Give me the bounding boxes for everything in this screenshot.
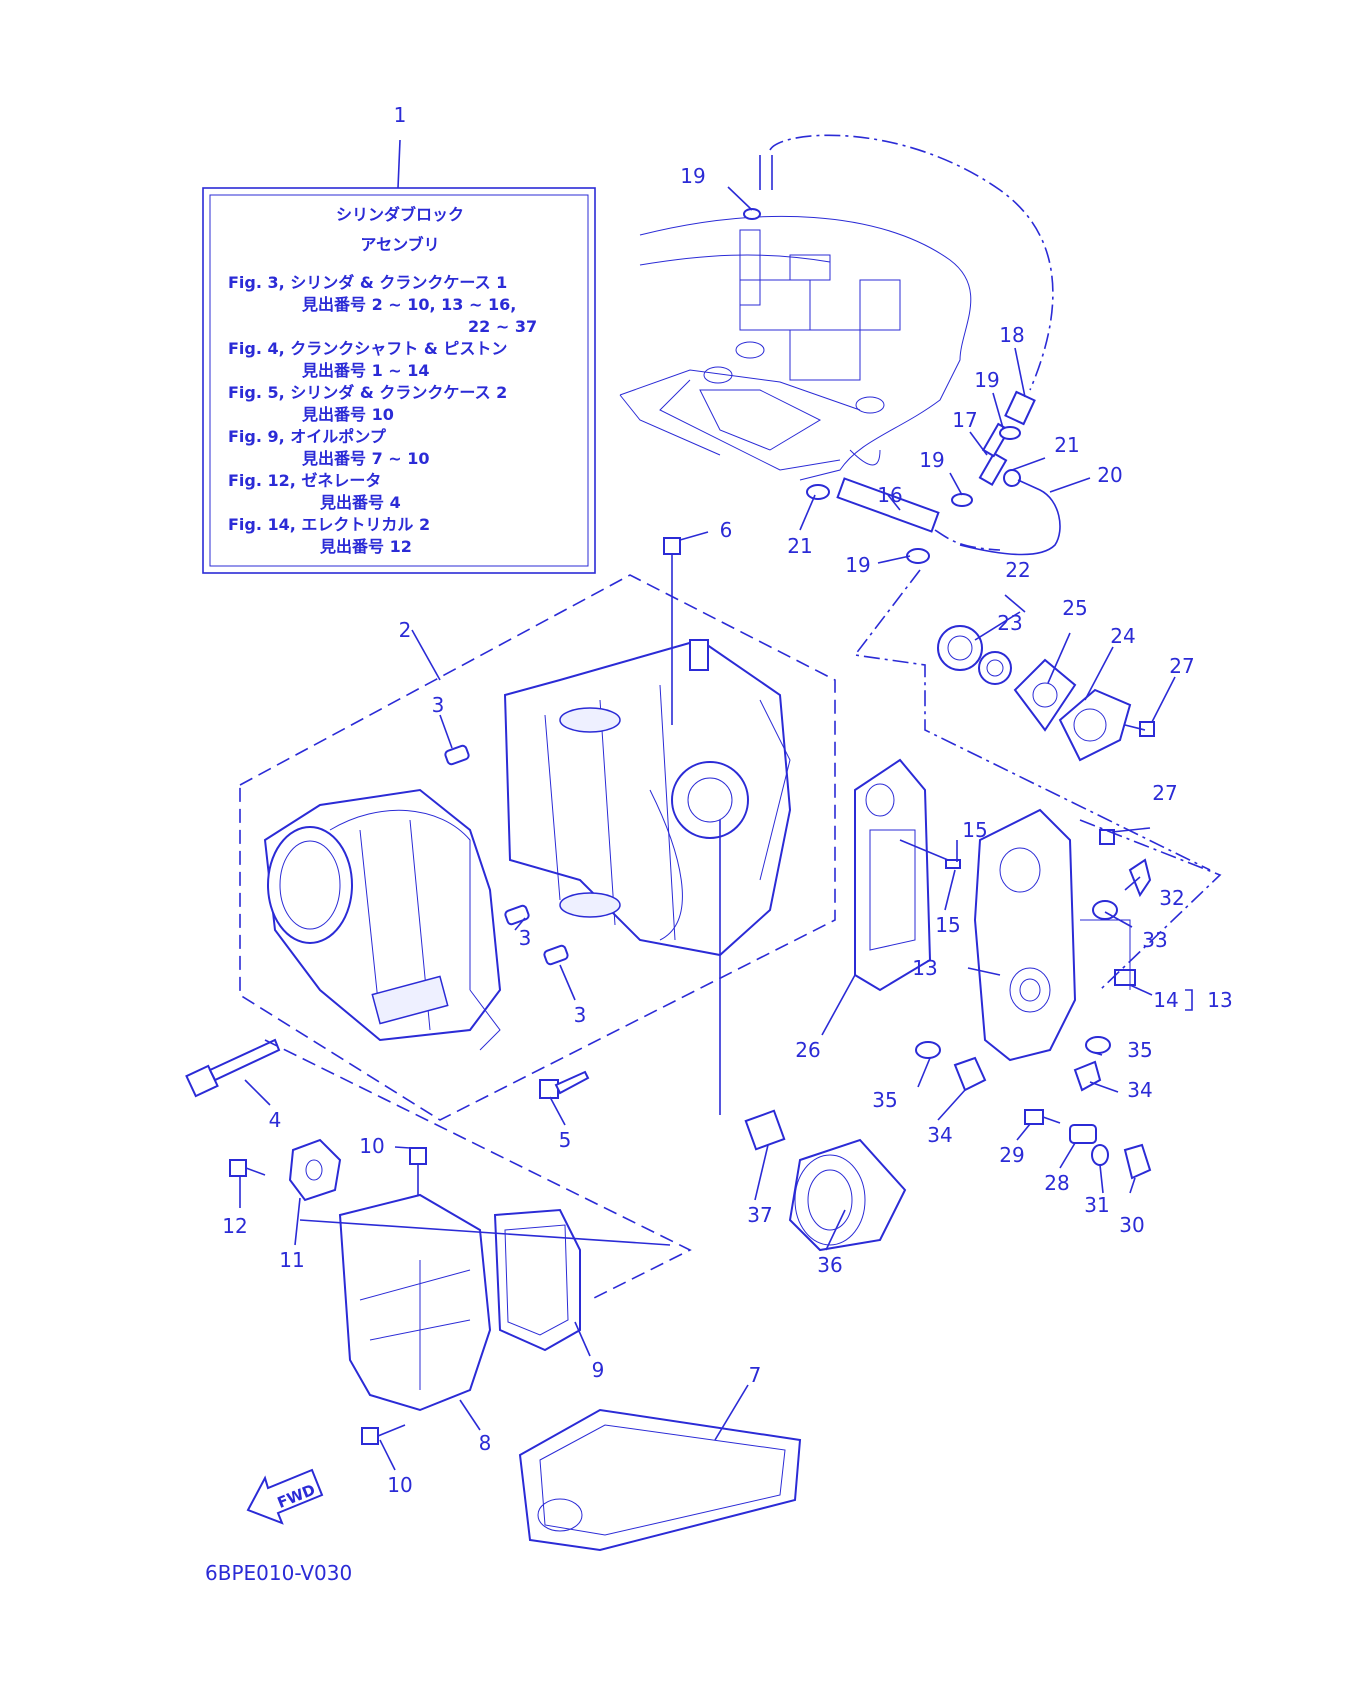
cylinder-block	[263, 788, 502, 1051]
callout-27a: 27	[1169, 654, 1194, 678]
callout-11: 11	[279, 1248, 304, 1272]
legend-line-11: Fig. 12, ゼネレータ	[228, 471, 381, 490]
callout-13a: 13	[912, 956, 937, 980]
callout-37: 37	[747, 1203, 772, 1227]
callout-1: 1	[394, 103, 407, 127]
callout-13b: 13	[1207, 988, 1232, 1012]
legend-line-1: アセンブリ	[360, 235, 439, 254]
callout-34b: 34	[927, 1123, 952, 1147]
callout-23: 23	[997, 611, 1022, 635]
callout-5: 5	[559, 1128, 572, 1152]
callout-17: 17	[952, 408, 977, 432]
oil-filter	[788, 1138, 907, 1252]
callout-14: 14	[1153, 988, 1178, 1012]
callout-15a: 15	[962, 818, 987, 842]
callout-25: 25	[1062, 596, 1087, 620]
callout-7: 7	[749, 1363, 762, 1387]
legend-line-7: Fig. 5, シリンダ & クランクケース 2	[228, 383, 507, 402]
legend-line-0: シリンダブロック	[336, 205, 464, 224]
legend-line-4: 22 ~ 37	[468, 317, 537, 336]
callout-6: 6	[720, 518, 733, 542]
legend-line-10: 見出番号 7 ~ 10	[301, 449, 430, 468]
oil-pump-cover	[973, 808, 1077, 1062]
callout-20: 20	[1097, 463, 1122, 487]
callout-labels: 1 19 18 19 17 21 20 19 16 21 19 6 22 23 …	[222, 103, 1232, 1497]
engine-top-outline	[619, 215, 972, 481]
callout-36: 36	[817, 1253, 842, 1277]
legend-line-8: 見出番号 10	[301, 405, 394, 424]
callout-31: 31	[1084, 1193, 1109, 1217]
thermostat-group	[937, 625, 1155, 762]
callout-24: 24	[1110, 624, 1135, 648]
legend-line-6: 見出番号 1 ~ 14	[301, 361, 430, 380]
callout-33: 33	[1142, 928, 1167, 952]
callout-32: 32	[1159, 886, 1184, 910]
callout-29: 29	[999, 1143, 1024, 1167]
callout-2: 2	[399, 618, 412, 642]
legend-line-9: Fig. 9, オイルポンプ	[228, 427, 387, 446]
legend-line-13: Fig. 14, エレクトリカル 2	[228, 515, 430, 534]
callout-27b: 27	[1152, 781, 1177, 805]
callout-10a: 10	[359, 1134, 384, 1158]
legend-line-12: 見出番号 4	[319, 493, 401, 512]
callout-35b: 35	[872, 1088, 897, 1112]
callout-21b: 21	[787, 534, 812, 558]
callout-19b: 19	[974, 368, 999, 392]
legend-box: シリンダブロック アセンブリ Fig. 3, シリンダ & クランクケース 1 …	[202, 139, 596, 574]
crankcase	[503, 638, 792, 957]
callout-9: 9	[592, 1358, 605, 1382]
callout-16: 16	[877, 483, 902, 507]
callout-18: 18	[999, 323, 1024, 347]
callout-15b: 15	[935, 913, 960, 937]
fwd-arrow: FWD	[246, 1468, 324, 1525]
callout-8: 8	[479, 1431, 492, 1455]
callout-28: 28	[1044, 1171, 1069, 1195]
callout-34a: 34	[1127, 1078, 1152, 1102]
bolt-4	[185, 1038, 281, 1098]
callout-3a: 3	[432, 693, 445, 717]
callout-10b: 10	[387, 1473, 412, 1497]
diagram-code: 6BPE010-V030	[205, 1561, 352, 1585]
callout-19c: 19	[919, 448, 944, 472]
callout-26: 26	[795, 1038, 820, 1062]
callout-19a: 19	[680, 164, 705, 188]
callout-30: 30	[1119, 1213, 1144, 1237]
oil-pump	[338, 1193, 581, 1412]
legend-line-2: Fig. 3, シリンダ & クランクケース 1	[228, 273, 507, 292]
callout-35a: 35	[1127, 1038, 1152, 1062]
legend-line-5: Fig. 4, クランクシャフト & ピストン	[228, 339, 507, 358]
callout-4: 4	[269, 1108, 282, 1132]
callout-19d: 19	[845, 553, 870, 577]
callout-22: 22	[1005, 558, 1030, 582]
leader-lines	[239, 186, 1193, 1471]
callout-3c: 3	[574, 1003, 587, 1027]
legend-line-14: 見出番号 12	[319, 537, 412, 556]
legend-line-3: 見出番号 2 ~ 10, 13 ~ 16,	[301, 295, 516, 314]
callout-21a: 21	[1054, 433, 1079, 457]
callout-12: 12	[222, 1214, 247, 1238]
callout-3b: 3	[519, 926, 532, 950]
